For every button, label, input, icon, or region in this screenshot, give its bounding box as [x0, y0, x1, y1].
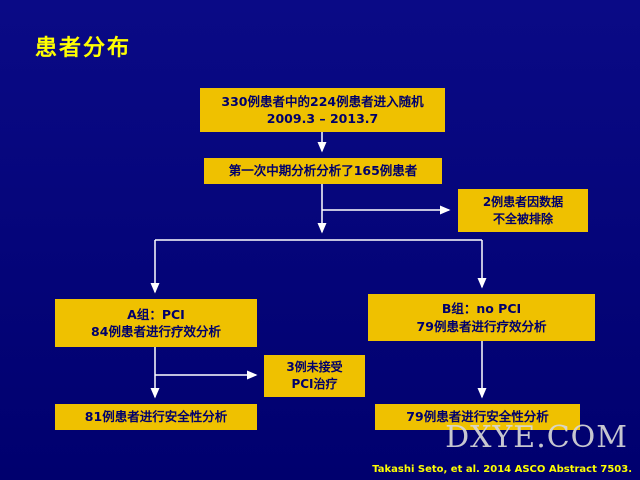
node-safety-b: 79例患者进行安全性分析 [375, 404, 580, 430]
node-randomized-line2: 2009.3 – 2013.7 [266, 111, 379, 126]
node-randomized: 330例患者中的224例患者进入随机 2009.3 – 2013.7 [200, 88, 445, 132]
node-safety-a-line1: 81例患者进行安全性分析 [84, 409, 228, 425]
node-safety-b-line1: 79例患者进行安全性分析 [406, 409, 549, 425]
node-no-pci: 3例未接受 PCI治疗 [264, 355, 365, 397]
watermark: DXYE.COM [445, 420, 628, 455]
node-safety-a: 81例患者进行安全性分析 [55, 404, 257, 430]
node-randomized-line1: 330例患者中的224例患者进入随机 [221, 93, 424, 109]
node-excluded-line2: 不全被排除 [492, 211, 553, 226]
node-group-b: B组：no PCI 79例患者进行疗效分析 [368, 294, 595, 341]
citation: Takashi Seto, et al. 2014 ASCO Abstract … [372, 464, 632, 475]
node-group-a: A组：PCI 84例患者进行疗效分析 [55, 299, 257, 347]
node-group-b-line1: B组：no PCI [441, 301, 522, 316]
node-no-pci-line2: PCI治疗 [291, 377, 338, 391]
node-no-pci-line1: 3例未接受 [286, 360, 343, 375]
node-excluded-line1: 2例患者因数据 [482, 194, 564, 209]
node-group-a-line1: A组：PCI [127, 306, 185, 322]
node-interim-line1: 第一次中期分析分析了165例患者 [228, 163, 418, 179]
node-interim-analysis: 第一次中期分析分析了165例患者 [204, 158, 442, 184]
page-title: 患者分布 [35, 36, 132, 61]
node-excluded: 2例患者因数据 不全被排除 [458, 189, 588, 232]
node-group-a-line2: 84例患者进行疗效分析 [91, 324, 221, 339]
node-group-b-line2: 79例患者进行疗效分析 [416, 318, 547, 334]
